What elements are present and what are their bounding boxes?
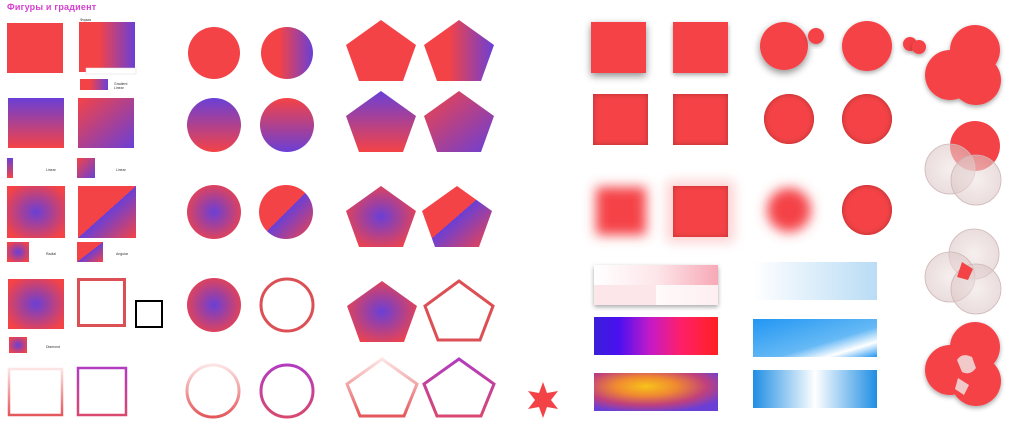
pentagon-gradient-diagonal (424, 91, 494, 152)
pentagon-solid (346, 20, 416, 81)
circle-gradient-angular (259, 185, 313, 239)
pentagon-gradient-diamond (347, 281, 417, 342)
pentagon-outline-purple (422, 357, 496, 418)
square-outline-fade (7, 367, 64, 417)
square-gradient-radial (7, 186, 65, 238)
six-point-star-icon (528, 382, 558, 418)
square-drop-shadow (591, 22, 646, 73)
angular-swatch-small (77, 242, 103, 262)
rect-blue-diagonal (753, 319, 877, 357)
pentagon-outline-fade (345, 357, 419, 418)
square-background-blur-haze (667, 181, 734, 242)
circle-gradient-diamond (187, 278, 241, 332)
square-outline-red (77, 278, 126, 327)
square-soft-shadow (673, 22, 728, 73)
gradient-swatch-small (80, 79, 108, 90)
square-gradient-diamond (8, 279, 64, 329)
square-inner-shadow (593, 94, 648, 145)
radial-swatch-small (7, 242, 29, 262)
circle-small-bubble (808, 28, 824, 44)
linear-caption-3: Linear (116, 168, 127, 172)
square-gradient-horizontal (79, 22, 135, 72)
circle-outline-purple (259, 363, 315, 419)
rect-blue-center (753, 370, 877, 408)
square-solid (7, 23, 63, 73)
gradient-swatch-tiny (7, 158, 13, 178)
circle-soft-shadow (842, 21, 892, 71)
circle-outline-red (259, 277, 315, 333)
circle-outline-fade (185, 363, 241, 419)
circle-gradient-horizontal (261, 27, 313, 79)
circle-layer-blur (767, 188, 811, 232)
rect-warm-glow (594, 373, 718, 411)
diamond-swatch-small (9, 337, 27, 353)
circle-gradient-diagonal (260, 98, 314, 152)
circle-inner-shadow-2 (842, 94, 892, 144)
square-outline-purple (76, 366, 128, 417)
linear-caption: Linear (114, 86, 125, 90)
circle-group-exclude (925, 322, 1001, 406)
gradient-caption: Gradient (114, 82, 127, 86)
circle-gradient-radial (187, 185, 241, 239)
pentagon-gradient-horizontal (424, 20, 494, 81)
square-gradient-vertical (8, 98, 64, 148)
rect-ice (753, 262, 877, 300)
circle-solid (188, 27, 240, 79)
pentagon-outline-red (423, 279, 495, 342)
square-outline-black (135, 300, 163, 328)
circle-group-intersect (924, 228, 1002, 315)
circle-gradient-vertical (187, 98, 241, 152)
square-gradient-diagonal (78, 98, 134, 148)
page-title: Фигуры и градиент (7, 2, 97, 12)
circle-drop-shadow (760, 22, 808, 70)
circle-group-union (925, 25, 1001, 105)
square-gradient-angular (78, 186, 136, 238)
square-layer-blur (596, 187, 646, 235)
pentagon-gradient-angular (422, 186, 492, 247)
circle-pair-b (912, 40, 926, 54)
rect-spectrum (594, 317, 718, 355)
pentagon-gradient-radial (346, 186, 416, 247)
pentagon-gradient-vertical (346, 91, 416, 152)
linear-caption-2: Linear (46, 168, 57, 172)
circle-group-ghost-a (924, 121, 1002, 206)
rect-pink-panel (594, 265, 718, 305)
diamond-caption: Diamond (46, 345, 60, 349)
square-inner-shadow-2 (673, 94, 728, 145)
gradient-swatch-tiny-2 (77, 158, 95, 178)
gradient-bar-thin (85, 67, 137, 75)
circle-inner-shadow (764, 94, 814, 144)
radial-caption: Radial (46, 252, 56, 256)
angular-caption: Angular (116, 252, 129, 256)
circle-background-blur (842, 185, 892, 235)
small-label: Форма (80, 18, 91, 22)
